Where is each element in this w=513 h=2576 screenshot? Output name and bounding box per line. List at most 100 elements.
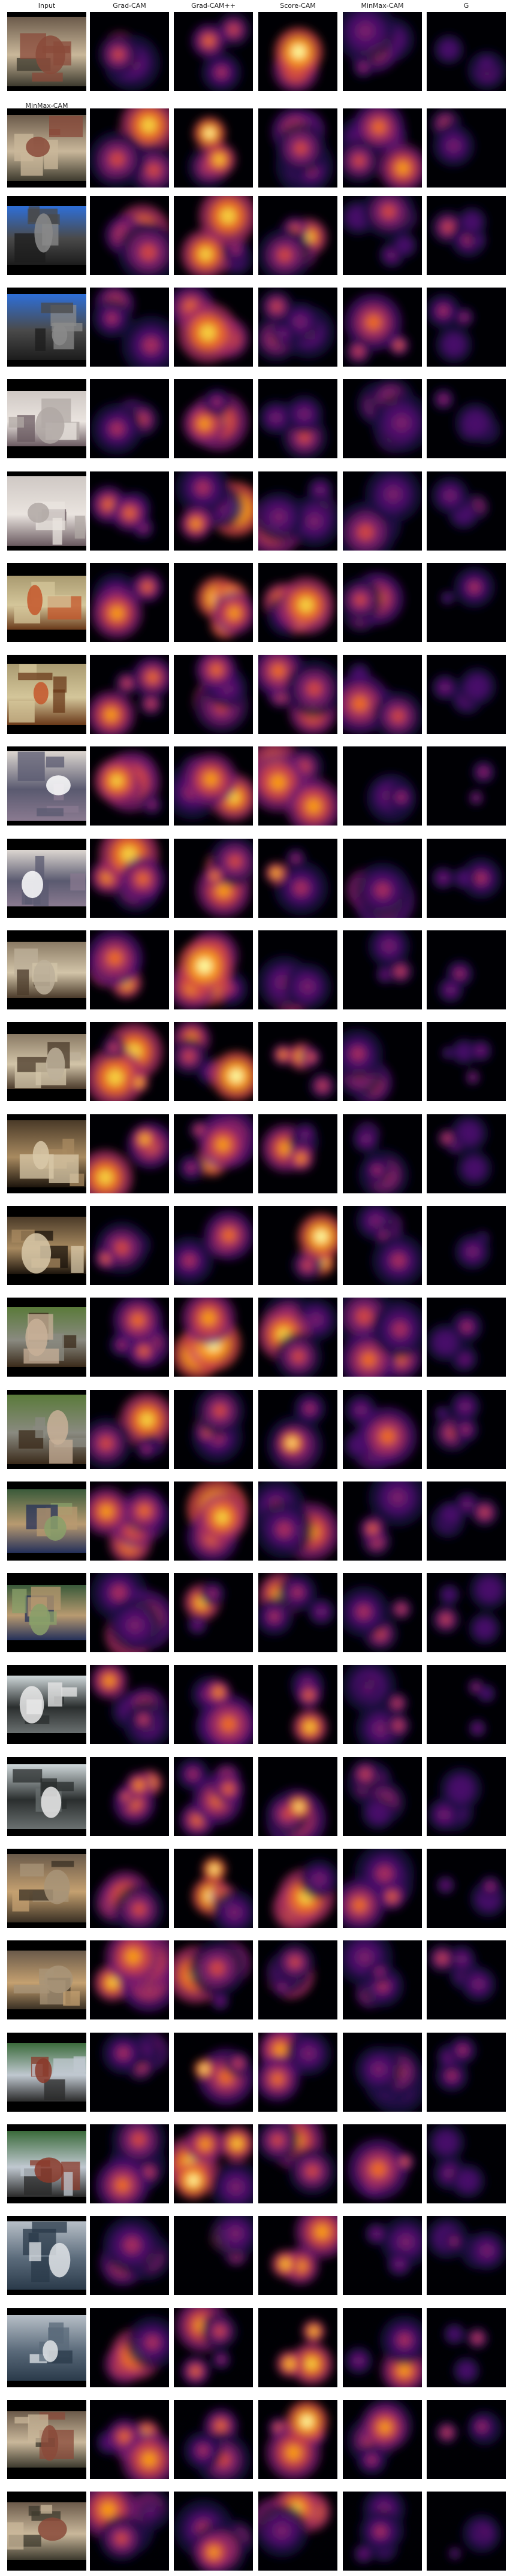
saliency-map: [90, 196, 169, 275]
input-image: [7, 1022, 86, 1101]
input-image: [7, 839, 86, 918]
saliency-map: [343, 930, 422, 1009]
saliency-map: [90, 1298, 169, 1377]
saliency-map: [427, 2124, 506, 2203]
column-header-3: Score-CAM: [280, 2, 316, 10]
saliency-map: [174, 2492, 253, 2571]
saliency-map: [90, 1757, 169, 1836]
saliency-map: [343, 379, 422, 458]
input-image: [7, 563, 86, 642]
saliency-map: [343, 1206, 422, 1285]
saliency-map: [427, 2400, 506, 2479]
saliency-map: [258, 2492, 337, 2571]
saliency-map: [427, 746, 506, 826]
input-image: [7, 2216, 86, 2295]
input-image: [7, 1757, 86, 1836]
input-image: [7, 2400, 86, 2479]
saliency-map: [258, 471, 337, 551]
saliency-map: [343, 2308, 422, 2387]
saliency-map: [258, 379, 337, 458]
saliency-map: [258, 2033, 337, 2112]
saliency-map: [258, 839, 337, 918]
saliency-map: [174, 1757, 253, 1836]
saliency-map: [90, 288, 169, 367]
saliency-map: [343, 196, 422, 275]
saliency-map: [427, 930, 506, 1009]
saliency-map: [90, 746, 169, 826]
saliency-map: [174, 108, 253, 188]
saliency-map: [90, 1573, 169, 1652]
saliency-map: [427, 563, 506, 642]
saliency-map: [427, 2216, 506, 2295]
saliency-map: [427, 12, 506, 91]
saliency-map: [90, 12, 169, 91]
saliency-map: [343, 2400, 422, 2479]
saliency-map: [427, 1573, 506, 1652]
saliency-map: [258, 2400, 337, 2479]
input-image: [7, 1665, 86, 1744]
saliency-map: [343, 1481, 422, 1561]
input-image: [7, 1940, 86, 2019]
saliency-map: [427, 1481, 506, 1561]
saliency-map: [90, 2308, 169, 2387]
saliency-map: [174, 1206, 253, 1285]
saliency-map: [90, 839, 169, 918]
saliency-map: [174, 839, 253, 918]
saliency-map: [343, 1022, 422, 1101]
saliency-map: [427, 1298, 506, 1377]
saliency-map: [174, 288, 253, 367]
input-image: [7, 746, 86, 826]
saliency-map: [427, 1665, 506, 1744]
saliency-map: [174, 1114, 253, 1193]
saliency-map: [343, 2124, 422, 2203]
saliency-map: [90, 2216, 169, 2295]
saliency-map: [427, 108, 506, 188]
saliency-map: [343, 2216, 422, 2295]
saliency-map: [90, 1849, 169, 1928]
saliency-map: [427, 1849, 506, 1928]
saliency-map: [258, 1940, 337, 2019]
input-image: [7, 1206, 86, 1285]
input-image: [7, 2033, 86, 2112]
row-label-minmax-cam: MinMax-CAM: [25, 102, 68, 110]
saliency-map: [258, 746, 337, 826]
column-header-1: Grad-CAM: [113, 2, 146, 10]
saliency-map: [174, 930, 253, 1009]
saliency-map: [258, 1481, 337, 1561]
saliency-map: [427, 288, 506, 367]
saliency-map: [174, 2308, 253, 2387]
saliency-map: [343, 288, 422, 367]
saliency-map: [90, 108, 169, 188]
input-image: [7, 1114, 86, 1193]
saliency-map: [343, 2492, 422, 2571]
saliency-map: [258, 196, 337, 275]
saliency-map: [90, 2033, 169, 2112]
input-image: [7, 12, 86, 91]
saliency-map: [174, 196, 253, 275]
saliency-map: [343, 1849, 422, 1928]
saliency-map: [174, 2216, 253, 2295]
saliency-map: [258, 563, 337, 642]
saliency-map: [174, 746, 253, 826]
saliency-map: [174, 1849, 253, 1928]
saliency-map: [258, 1573, 337, 1652]
saliency-map: [258, 1665, 337, 1744]
saliency-map: [427, 2308, 506, 2387]
saliency-map: [427, 1114, 506, 1193]
saliency-map: [258, 2308, 337, 2387]
saliency-map: [343, 746, 422, 826]
saliency-map: [258, 1390, 337, 1469]
saliency-map: [90, 1665, 169, 1744]
saliency-map: [174, 1481, 253, 1561]
input-image: [7, 1573, 86, 1652]
saliency-map: [343, 655, 422, 734]
saliency-map: [258, 2216, 337, 2295]
saliency-map: [427, 1206, 506, 1285]
saliency-map: [258, 1206, 337, 1285]
saliency-map: [427, 1022, 506, 1101]
input-image: [7, 471, 86, 551]
column-header-0: Input: [38, 2, 56, 10]
saliency-map: [174, 655, 253, 734]
saliency-map: [427, 2033, 506, 2112]
input-image: [7, 196, 86, 275]
